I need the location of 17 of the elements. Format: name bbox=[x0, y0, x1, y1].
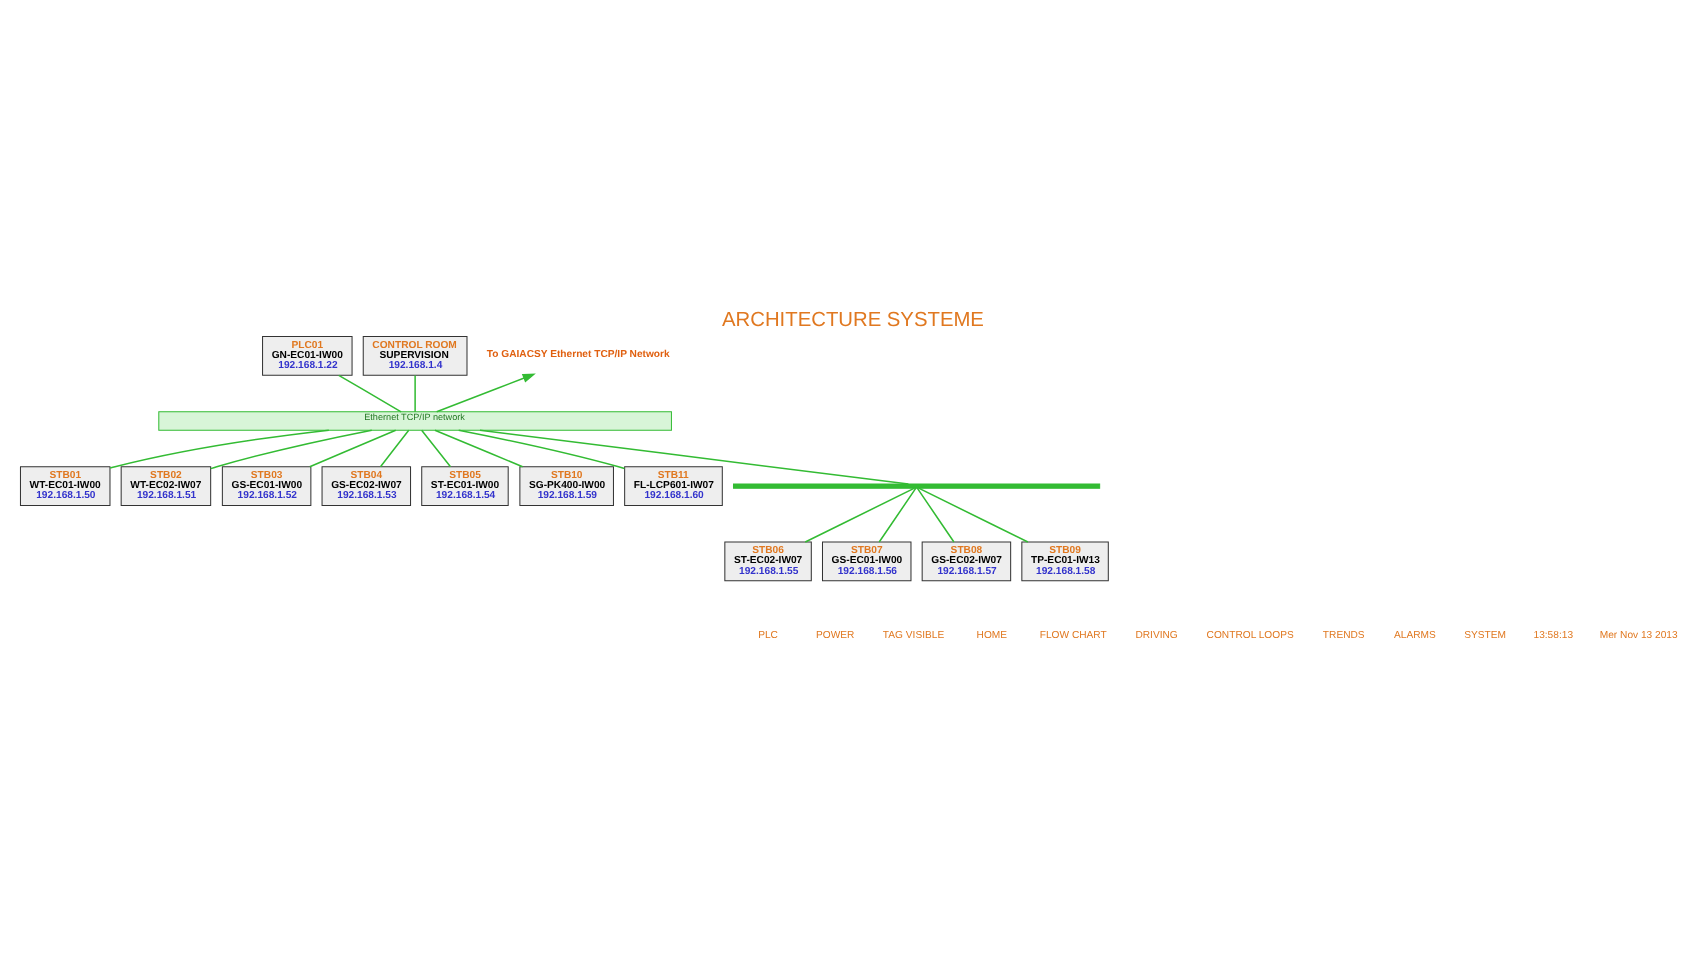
node-bar bbox=[733, 483, 1101, 489]
connector bbox=[420, 429, 452, 468]
connector bbox=[917, 487, 1029, 543]
connector bbox=[338, 374, 402, 413]
connector bbox=[878, 487, 917, 543]
diagram-title: ARCHITECTURE SYSTEME bbox=[722, 310, 984, 333]
connector bbox=[457, 429, 626, 470]
connector bbox=[916, 487, 955, 543]
connector bbox=[804, 487, 916, 543]
connector bbox=[109, 429, 330, 469]
connector bbox=[434, 429, 524, 468]
connector bbox=[414, 374, 416, 413]
arrow bbox=[435, 373, 536, 413]
connector bbox=[479, 429, 910, 485]
connector bbox=[309, 429, 397, 468]
connector bbox=[379, 429, 410, 468]
connector bbox=[210, 429, 373, 470]
